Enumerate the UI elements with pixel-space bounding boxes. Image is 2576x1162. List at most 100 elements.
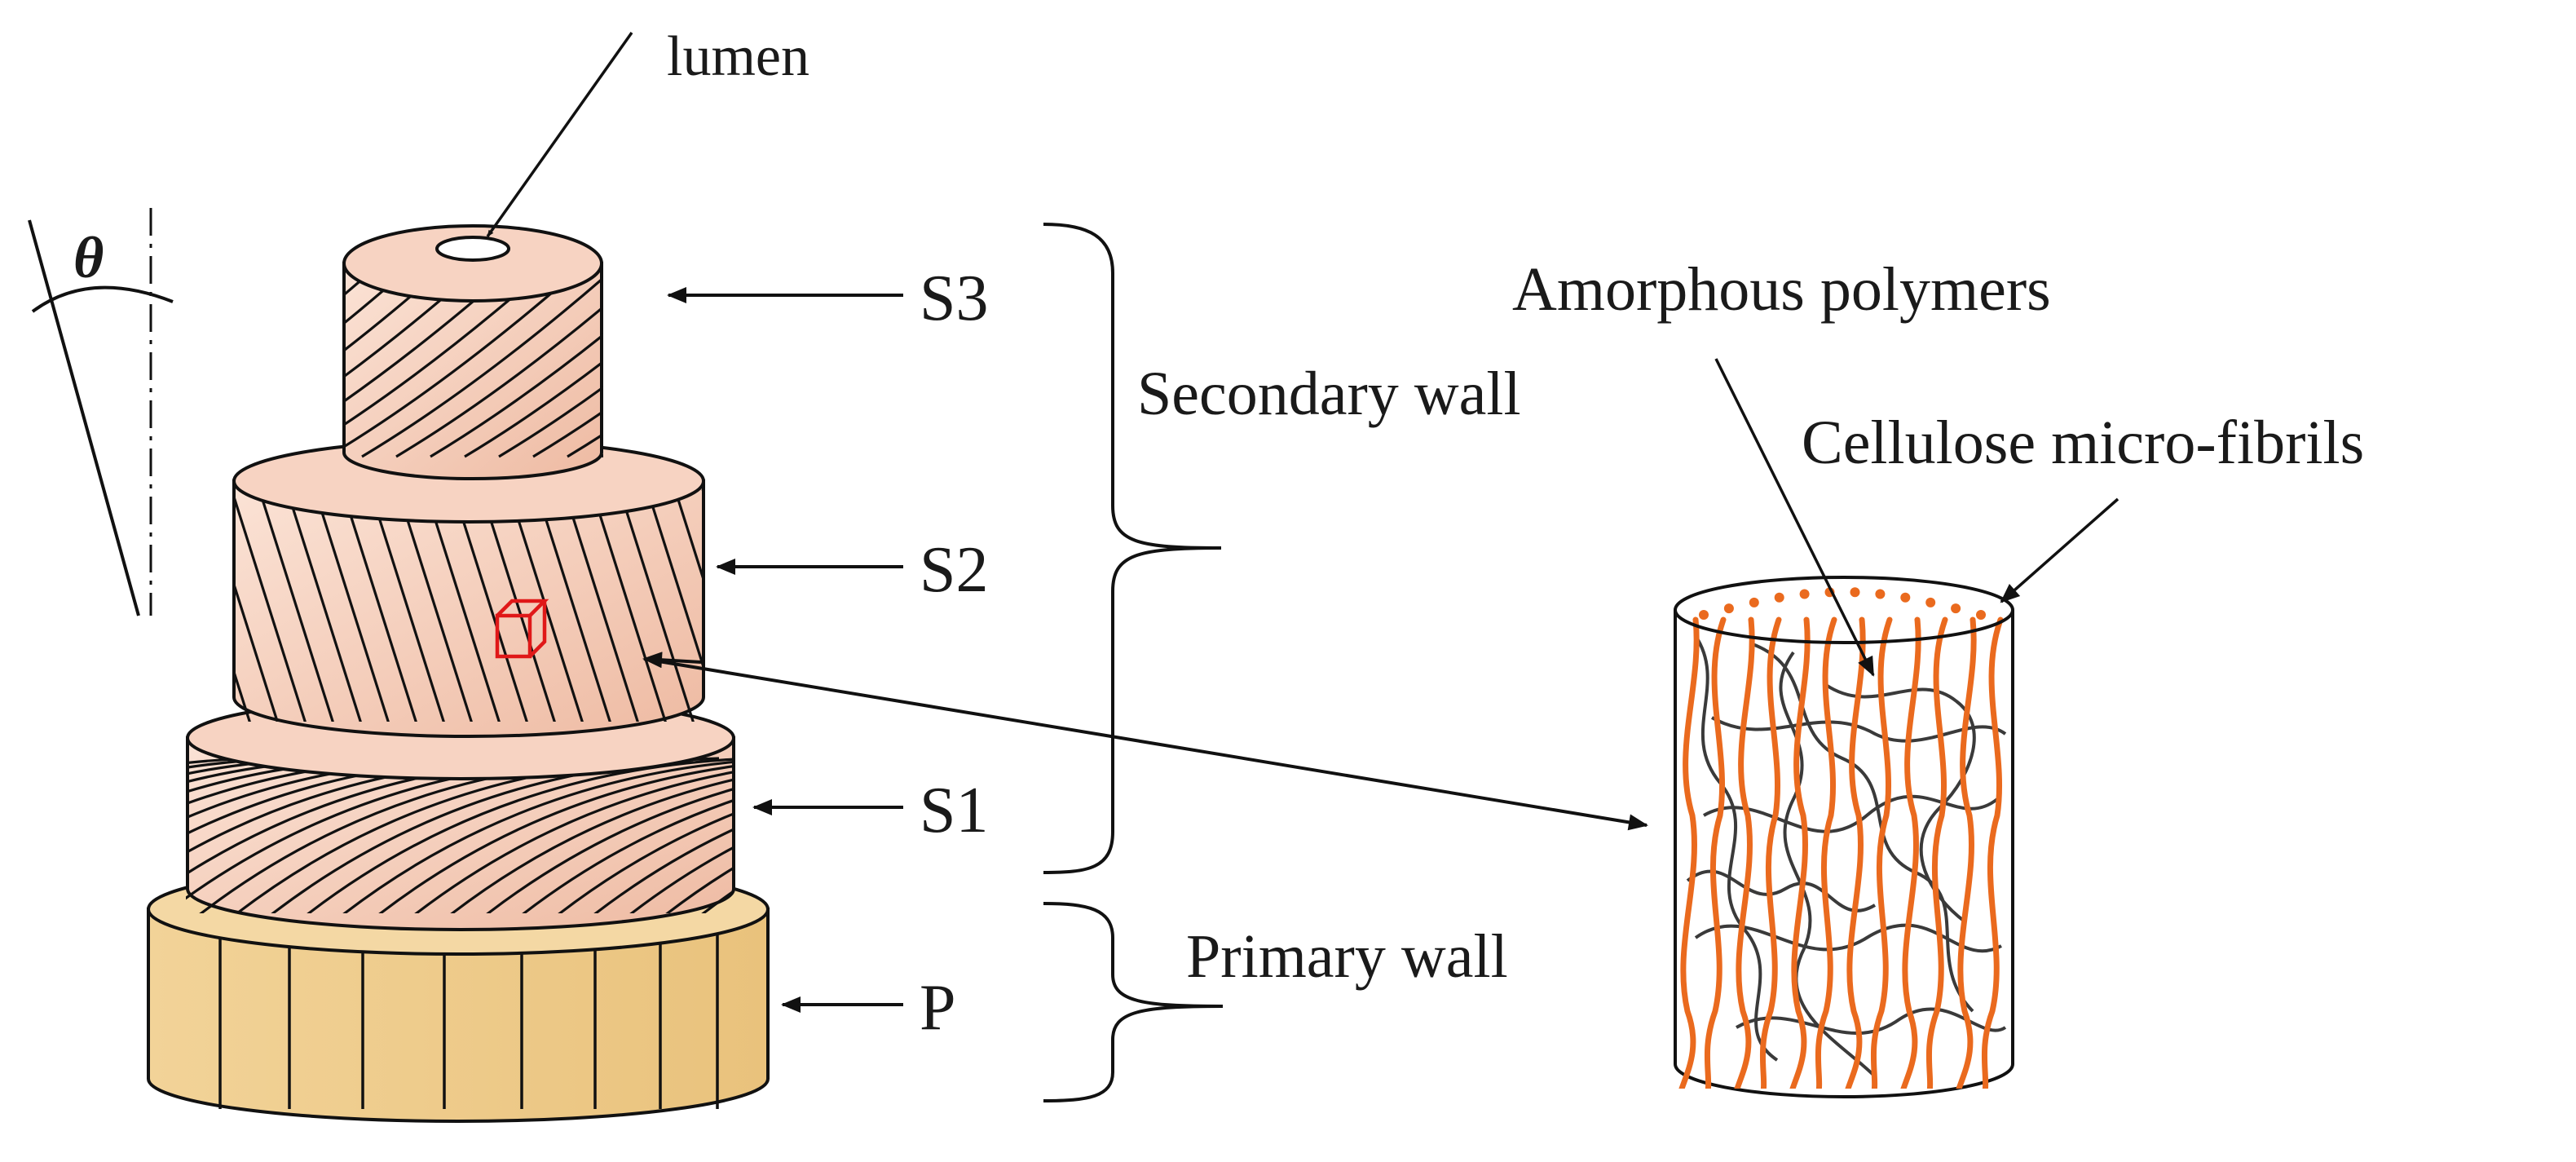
s2-fibril-line	[232, 662, 251, 722]
microfibril-end-dot	[1925, 597, 1936, 608]
s1-fibril-line	[558, 812, 734, 913]
theta-angle-indicator	[28, 208, 174, 616]
cellulose-microfibril-strand	[1845, 616, 1866, 1089]
microfibril-end-dot	[1875, 589, 1886, 599]
s2-fibril-line	[701, 488, 705, 501]
cellulose-microfibril-strand	[1925, 616, 1948, 1089]
s1-fibril-line	[414, 771, 734, 913]
s3-fibril-line	[430, 333, 603, 458]
s1-fibril-line	[522, 798, 734, 913]
cellulose-microfibril-strand	[1981, 616, 2004, 1089]
s3-fibril-line	[498, 385, 603, 458]
cellulose-microfibril-strand	[1678, 616, 1700, 1089]
amorphous-polymer-strand	[1824, 683, 1976, 923]
microfibril-end-dot	[1850, 587, 1860, 598]
s2-fibril-line	[396, 488, 473, 722]
microfibril-end-dot	[1723, 603, 1734, 614]
microfibril-end-dot	[1976, 610, 1986, 620]
s3-label: S3	[920, 263, 989, 334]
s2-fibril-line	[341, 488, 417, 722]
amorphous-polymer-strand	[1736, 1007, 2007, 1035]
s3-fibril-line	[636, 261, 897, 457]
s1-fibril-line	[593, 828, 734, 913]
amorphous-polymer-strand	[1686, 869, 1877, 912]
secondary-wall-label: Secondary wall	[1137, 360, 1521, 428]
lumen-hole	[435, 236, 510, 262]
amorphous-polymers-label: Amorphous polymers	[1512, 255, 2051, 324]
microfibril-end-dot	[1951, 603, 1961, 614]
s1-fibril-line	[486, 787, 734, 913]
microfibril-end-dot	[1900, 592, 1911, 603]
s2-fibril-line	[479, 488, 556, 722]
s3-fibril-line	[532, 409, 603, 458]
s1-fibril-line	[307, 758, 734, 913]
s3-fibril-line	[567, 432, 603, 458]
s2-fibril-line	[285, 488, 362, 722]
s2-fibril-line	[646, 488, 705, 677]
cellulose-microfibrils-leader	[2000, 497, 2119, 603]
s2-fibril-line	[93, 489, 170, 734]
highlight-cube-icon	[495, 599, 549, 659]
cellulose-microfibril-strand	[1956, 616, 1977, 1089]
s1-fibril-line	[186, 757, 289, 770]
s2-fibril-line	[786, 489, 863, 734]
amorphous-polymer-strand	[1711, 716, 2007, 743]
s2-label: S2	[920, 534, 989, 606]
secondary-wall-brace	[1043, 223, 1222, 874]
s1-label: S1	[920, 775, 989, 846]
s3-fibril-line	[670, 261, 931, 457]
s3-fibril-line	[395, 305, 603, 458]
cellulose-microfibril-strand	[1789, 616, 1811, 1089]
s1-fibril-line	[629, 846, 734, 913]
s3-fibril-line	[342, 259, 385, 298]
p-label: P	[920, 972, 956, 1044]
cellulose-microfibril-strand	[1759, 616, 1782, 1089]
s2-fibril-line	[121, 489, 198, 734]
microfibril-cylinder	[1674, 576, 2014, 1098]
s2-fibril-line	[562, 488, 639, 722]
amorphous-polymer-strand	[1694, 634, 1779, 1062]
cellulose-microfibril-strand	[1870, 616, 1893, 1089]
s2-fibril-line	[618, 488, 695, 722]
lumen-label: lumen	[667, 25, 809, 88]
s3-fibril-line	[464, 360, 603, 458]
cellulose-microfibrils-label: Cellulose micro-fibrils	[1802, 409, 2364, 477]
amorphous-polymer-strand	[1779, 651, 1877, 1078]
s2-fibril-line	[673, 488, 705, 590]
s3-fibril-line	[361, 276, 603, 458]
s2-fibril-line	[424, 488, 501, 722]
s2-fibril-line	[232, 488, 307, 722]
cellulose-microfibril-strand	[1704, 616, 1727, 1089]
microfibril-end-dot	[1774, 592, 1784, 603]
s1-fibril-line	[836, 758, 1293, 921]
s1-fibril-line	[665, 866, 734, 913]
s2-fibril-line	[590, 488, 667, 722]
amorphous-polymer-strand	[1703, 794, 1999, 833]
s2-fibril-line	[258, 488, 334, 722]
microfibril-end-dot	[1699, 610, 1709, 620]
primary-wall-brace	[1043, 902, 1224, 1102]
s2-inner-arrow	[642, 652, 702, 669]
s1-fibril-line	[801, 758, 1257, 921]
s1-layer	[186, 696, 1293, 931]
microfibril-end-dot	[1749, 597, 1759, 608]
lumen-leader	[486, 31, 633, 238]
primary-wall-label: Primary wall	[1186, 922, 1508, 991]
s3-fibril-line	[601, 453, 603, 458]
s2-fibril-line	[535, 488, 611, 722]
s2-fibril-line	[148, 489, 226, 734]
s1-fibril-line	[765, 758, 1221, 921]
cellulose-microfibril-strand	[1815, 616, 1837, 1089]
s2-fibril-line	[232, 575, 279, 722]
s2-fibril-line	[313, 488, 390, 722]
cellulose-microfibril-strand	[1900, 616, 1921, 1089]
s2-fibril-line	[368, 488, 445, 722]
s1-fibril-line	[378, 765, 734, 913]
amorphous-polymers-leader	[1714, 358, 1875, 677]
s2-fibril-line	[452, 488, 528, 722]
microfibril-end-dot	[1799, 589, 1810, 599]
s2-fibril-line	[507, 488, 584, 722]
theta-symbol: θ	[73, 225, 104, 290]
